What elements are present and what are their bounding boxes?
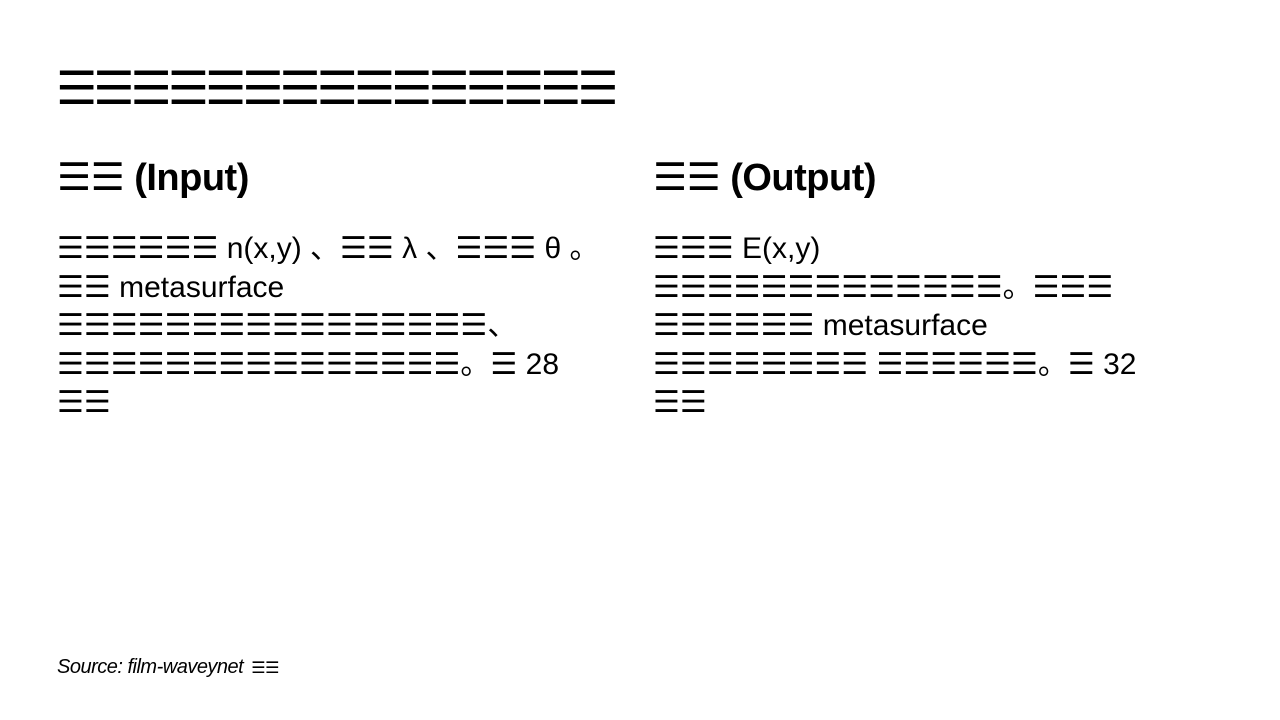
source-note: Source: film-waveynet ☰☰	[57, 656, 279, 679]
input-section: ☰☰ (Input) ☰☰☰☰☰☰ n(x,y) 、☰☰ λ 、☰☰☰ θ 。☰…	[57, 152, 617, 423]
page-title: ☰☰☰☰☰☰☰☰☰☰☰☰☰☰☰	[56, 62, 619, 114]
output-heading: ☰☰ (Output)	[653, 157, 877, 199]
source-label: Source: film-waveynet	[57, 656, 244, 678]
input-description: ☰☰☰☰☰☰ n(x,y) 、☰☰ λ 、☰☰☰ θ 。☰☰ metasurfa…	[57, 232, 600, 419]
output-section: ☰☰ (Output) ☰☰☰ E(x,y) ☰☰☰☰☰☰☰☰☰☰☰☰☰。☰☰☰…	[653, 152, 1173, 423]
input-heading: ☰☰ (Input)	[57, 157, 249, 199]
source-suffix: ☰☰	[251, 660, 279, 677]
output-description: ☰☰☰ E(x,y) ☰☰☰☰☰☰☰☰☰☰☰☰☰。☰☰☰ ☰☰☰☰☰☰ meta…	[653, 232, 1137, 419]
